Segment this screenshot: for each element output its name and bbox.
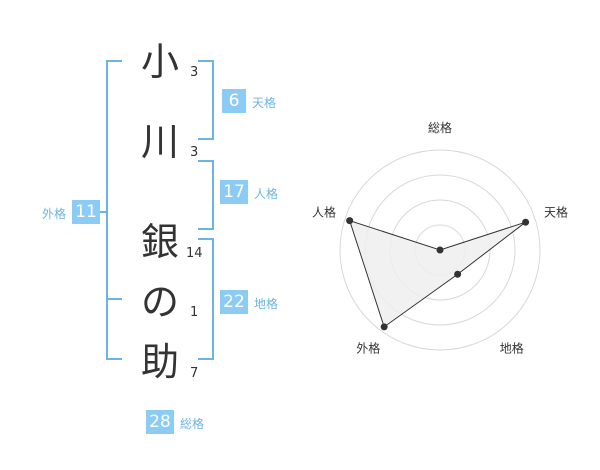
jinkaku-value: 17	[220, 180, 248, 204]
chikaku-value: 22	[220, 290, 248, 314]
name-char-2: 川	[140, 120, 179, 164]
radar-ring-4	[339, 149, 541, 351]
radar-axis-label-5: 人格	[312, 204, 336, 219]
tenkaku-value: 6	[222, 89, 246, 113]
radar-area	[348, 219, 526, 328]
soukaku-label: 総格	[180, 417, 205, 431]
chikaku-label: 地格	[254, 297, 279, 311]
name-char-4: の	[140, 280, 179, 324]
gaikaku-label: 外格	[42, 207, 67, 221]
radar-point-1	[436, 246, 444, 254]
stroke-count-5: 7	[190, 366, 199, 381]
stroke-count-3: 14	[186, 246, 203, 261]
soukaku-value: 28	[146, 410, 174, 434]
radar-axis-label-1: 総格	[428, 120, 452, 135]
name-char-5: 助	[140, 340, 179, 384]
jinkaku-label: 人格	[254, 187, 279, 201]
radar-point-5	[346, 217, 354, 225]
radar-axis-label-3: 地格	[500, 341, 524, 356]
stroke-count-4: 1	[190, 305, 199, 320]
stroke-count-2: 3	[190, 145, 199, 160]
name-char-3: 銀	[140, 220, 179, 264]
tenkaku-label: 天格	[252, 96, 277, 110]
name-char-1: 小	[140, 40, 179, 84]
radar-axis-label-2: 天格	[544, 204, 568, 219]
gaikaku-value: 11	[72, 200, 100, 224]
stroke-count-1: 3	[190, 65, 199, 80]
radar-point-4	[380, 323, 388, 331]
radar-point-2	[522, 218, 530, 226]
radar-axis-label-4: 外格	[356, 341, 380, 356]
radar-point-3	[454, 270, 462, 278]
